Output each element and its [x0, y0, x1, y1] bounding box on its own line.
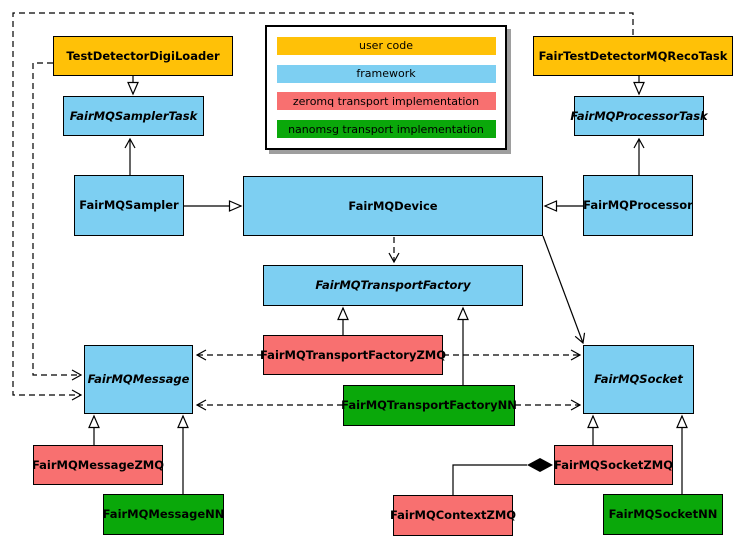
class-label: FairMQSocketNN [608, 507, 718, 522]
class-box-fairmqmessagezmq: FairMQMessageZMQ [31, 445, 165, 485]
class-box-fairmqtransportfactorynn: FairMQTransportFactoryNN [341, 385, 517, 426]
class-label: FairMQSocket [594, 372, 683, 387]
class-box-fairmqtransportfactory: FairMQTransportFactory [263, 265, 523, 306]
aggregation-diamond [527, 458, 553, 472]
class-box-testdetectordigiloader: TestDetectorDigiLoader [53, 36, 233, 76]
class-label: FairMQTransportFactoryZMQ [260, 347, 447, 362]
class-label: FairTestDetectorMQRecoTask [538, 48, 728, 63]
class-label: FairMQProcessorTask [570, 108, 708, 123]
legend-item-user-code: user code [276, 36, 496, 55]
class-label: FairMQSamplerTask [69, 108, 198, 123]
class-box-fairmqprocessortask: FairMQProcessorTask [570, 96, 708, 136]
class-box-fairmqcontextzmq: FairMQContextZMQ [389, 495, 517, 536]
legend-item-framework: framework [276, 64, 496, 83]
class-box-fairmqsamplertask: FairMQSamplerTask [63, 96, 204, 136]
edge-device-socket [542, 235, 586, 345]
class-label: FairMQTransportFactory [315, 278, 471, 293]
legend-label: zeromq transport implementation [292, 94, 480, 108]
class-label: FairMQTransportFactoryNN [341, 398, 517, 413]
edge-recotask-message [12, 12, 634, 401]
legend-label: user code [358, 39, 414, 53]
class-box-fairmqdevice: FairMQDevice [243, 176, 543, 236]
legend-label: nanomsg transport implementation [288, 122, 484, 136]
class-label: FairMQSocketZMQ [554, 457, 673, 472]
class-box-fairmqsocketzmq: FairMQSocketZMQ [554, 445, 673, 485]
class-box-fairmqmessagenn: FairMQMessageNN [103, 494, 224, 535]
class-box-fairmqsampler: FairMQSampler [74, 175, 184, 236]
class-label: FairMQProcessor [583, 198, 693, 213]
edge-digiloader-message [32, 62, 83, 381]
legend: user code framework zeromq transport imp… [265, 25, 507, 150]
class-label: FairMQMessageZMQ [31, 457, 165, 472]
legend-item-nanomsg: nanomsg transport implementation [276, 120, 496, 139]
legend-label: framework [356, 67, 416, 81]
class-label: TestDetectorDigiLoader [66, 48, 220, 63]
class-box-fairmqtransportfactoryzmq: FairMQTransportFactoryZMQ [260, 335, 447, 375]
class-label: FairMQContextZMQ [389, 508, 517, 523]
class-box-fairtestdetectormqrecotask: FairTestDetectorMQRecoTask [533, 36, 733, 76]
legend-item-zeromq: zeromq transport implementation [276, 92, 496, 111]
edge-contextzmq-socketzmq [452, 464, 527, 495]
class-box-fairmqmessage: FairMQMessage [84, 345, 193, 414]
class-box-fairmqsocket: FairMQSocket [583, 345, 694, 414]
class-label: FairMQMessage [87, 372, 190, 387]
class-box-fairmqprocessor: FairMQProcessor [583, 175, 693, 236]
class-box-fairmqsocketnn: FairMQSocketNN [603, 494, 723, 535]
class-label: FairMQSampler [79, 198, 179, 213]
class-label: FairMQMessageNN [102, 507, 225, 522]
class-label: FairMQDevice [348, 198, 438, 213]
